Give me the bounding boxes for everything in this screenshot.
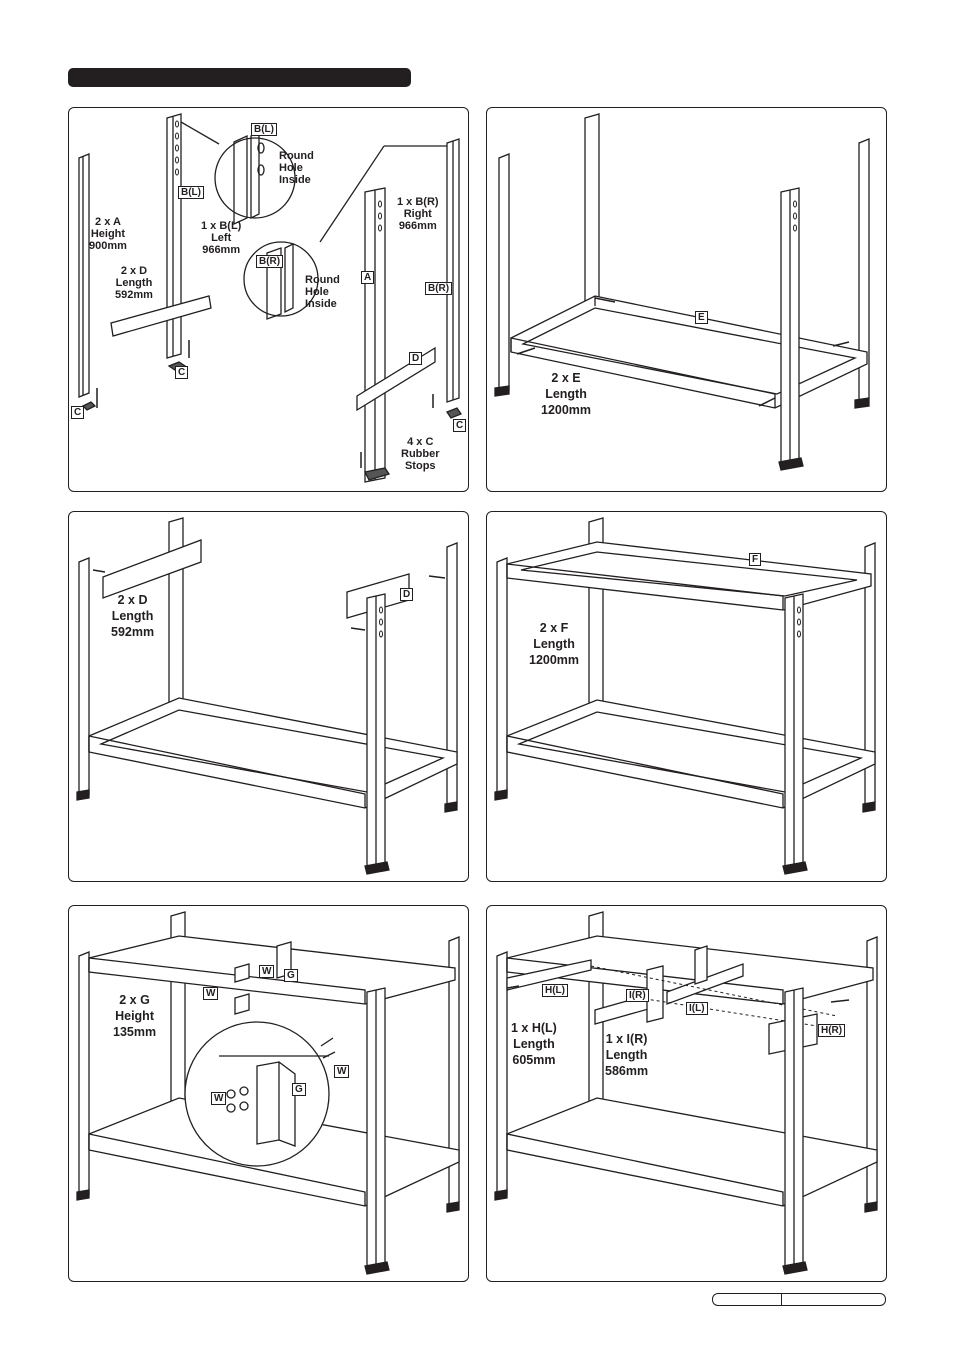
part-tag-w-4: W [211,1092,227,1105]
part-tag-b-left-1: B(L) [178,186,204,199]
assembly-drawing-6 [494,911,878,1275]
part-tag-d: D [409,352,423,365]
part-tag-w-1: W [259,965,275,978]
assembly-drawing-4 [494,517,876,875]
part-tag-c-2: C [175,366,189,379]
part-tag-a: A [361,271,375,284]
part-tag-b-right-1: B(R) [256,255,284,268]
part-tag-g-1: G [284,969,298,982]
part-tag-w-2: W [203,987,219,1000]
part-tag-i-left: I(L) [686,1002,708,1015]
part-tag-g-2: G [292,1083,306,1096]
part-tag-w-3: W [334,1065,350,1078]
part-tag-i-right: I(R) [626,989,649,1002]
footer-box [712,1293,886,1306]
assembly-drawing-1 [78,113,462,483]
assembly-drawing-2 [494,113,870,471]
section-title-bar [68,68,411,87]
part-tag-e: E [695,311,708,324]
assembly-drawing-5 [76,911,460,1275]
part-tag-h-right: H(R) [818,1024,846,1037]
assembly-drawing-3 [76,517,458,875]
part-tag-f: F [749,553,762,566]
part-tag-c-1: C [71,406,85,419]
part-tag-d: D [400,588,414,601]
part-tag-c-3: C [453,419,467,432]
part-tag-b-left-2: B(L) [251,123,277,136]
part-tag-b-right-2: B(R) [425,282,453,295]
part-tag-h-left: H(L) [542,984,568,997]
